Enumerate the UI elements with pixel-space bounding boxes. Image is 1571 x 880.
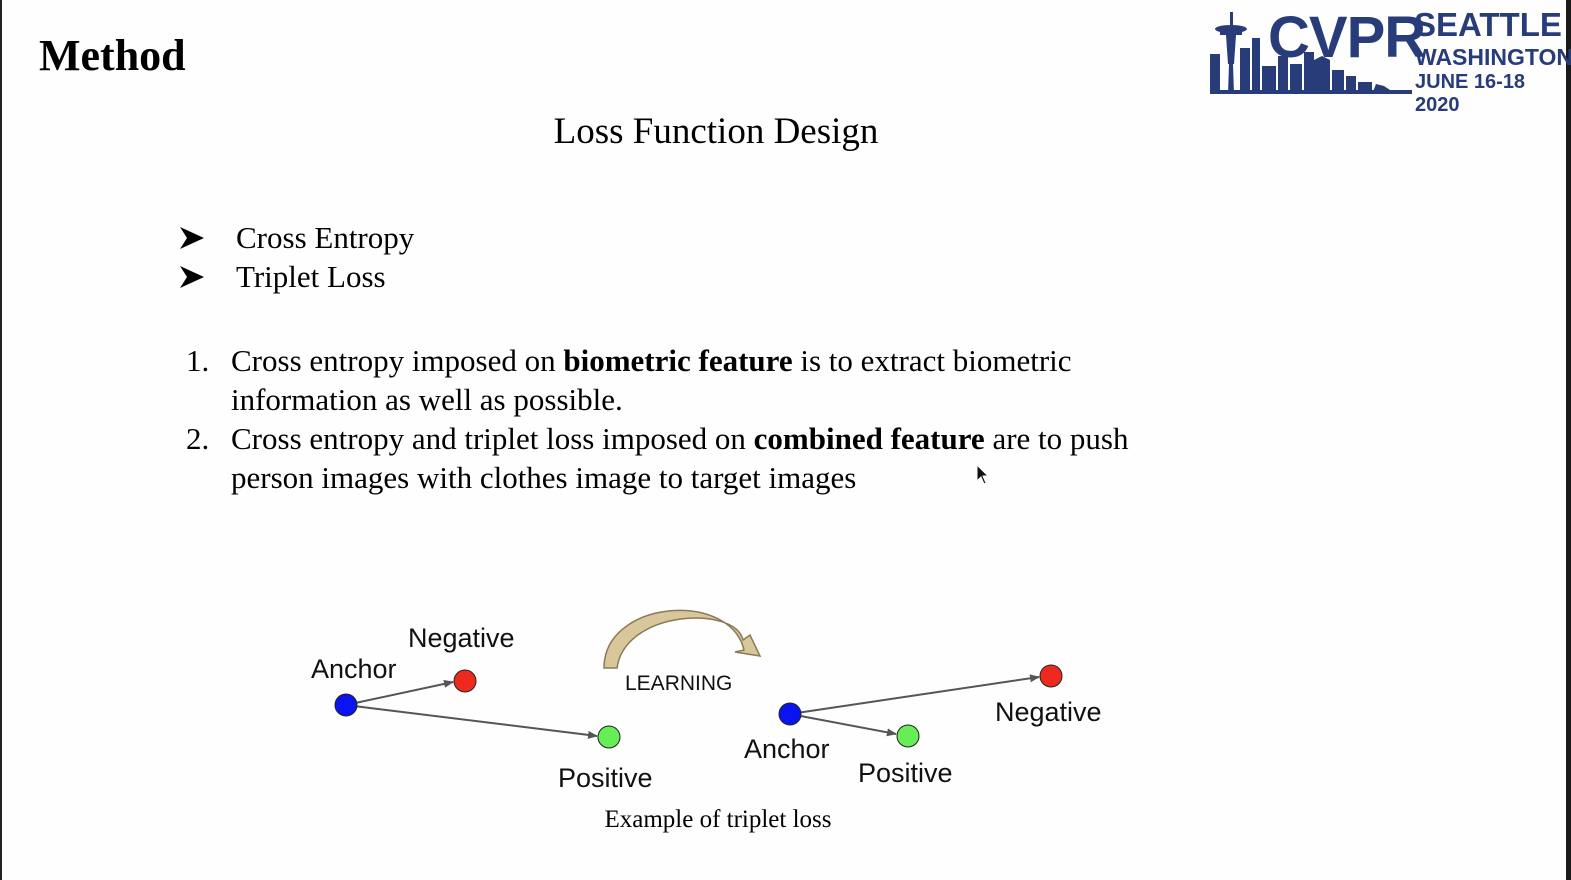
- edge-anchor-positive-after: [789, 713, 897, 737]
- logo-date-text: JUNE 16-18 2020: [1415, 71, 1526, 116]
- text-segment: is to extract biometric information as w…: [231, 343, 1072, 417]
- bullet-label: Cross Entropy: [236, 220, 415, 255]
- negative-label-before: Negative: [408, 623, 515, 653]
- logo-state-text: WASHINGTON: [1415, 44, 1571, 70]
- slide-left-border: [0, 0, 2, 880]
- list-item-text: Cross entropy and triplet loss imposed o…: [231, 419, 1206, 497]
- bullet-item: Cross Entropy: [180, 218, 414, 257]
- anchor-label-before: Anchor: [311, 654, 397, 684]
- negative-point-after: [1039, 664, 1063, 688]
- positive-label-before: Positive: [558, 763, 653, 793]
- diagram-caption: Example of triplet loss: [604, 806, 832, 833]
- learning-label: LEARNING: [625, 672, 732, 695]
- anchor-point-before: [334, 693, 358, 717]
- arrowhead-bullet-icon: [180, 226, 204, 249]
- list-item: 2. Cross entropy and triplet loss impose…: [186, 419, 1206, 497]
- edge-anchor-negative-before: [345, 679, 454, 706]
- emphasis-combined-feature: combined feature: [753, 421, 985, 456]
- text-segment: are to push person images with clothes i…: [231, 421, 1129, 495]
- mouse-cursor-icon: [976, 464, 990, 485]
- list-marker: 1.: [186, 343, 210, 378]
- list-marker: 2.: [186, 421, 210, 456]
- anchor-label-after: Anchor: [744, 734, 830, 764]
- text-segment: Cross entropy imposed on: [231, 343, 564, 378]
- edge-anchor-negative-after: [789, 674, 1040, 715]
- seattle-skyline-icon: [1210, 12, 1412, 94]
- section-title: Loss Function Design: [553, 111, 879, 152]
- text-segment: Cross entropy and triplet loss imposed o…: [231, 421, 754, 456]
- cvpr-logo: CVPR SEATTLE WASHINGTON JUNE 16-18 2020: [1206, 4, 1571, 116]
- positive-point-before: [597, 725, 621, 749]
- positive-point-after: [896, 724, 920, 748]
- logo-city-text: SEATTLE: [1414, 6, 1562, 43]
- bullet-label: Triplet Loss: [236, 259, 386, 294]
- slide-title: Method: [39, 31, 186, 80]
- negative-point-before: [453, 669, 477, 693]
- numbered-list: 1. Cross entropy imposed on biometric fe…: [186, 341, 1206, 497]
- positive-label-after: Positive: [858, 758, 953, 788]
- slide-right-border: [1566, 0, 1571, 880]
- negative-label-after: Negative: [995, 697, 1102, 727]
- list-item: 1. Cross entropy imposed on biometric fe…: [186, 341, 1206, 419]
- bullet-item: Triplet Loss: [180, 257, 414, 296]
- logo-cvpr-text: CVPR: [1268, 5, 1426, 70]
- edge-anchor-positive-before: [345, 704, 598, 739]
- arrowhead-bullet-icon: [180, 265, 204, 288]
- emphasis-biometric-feature: biometric feature: [563, 343, 793, 378]
- bullet-list: Cross Entropy Triplet Loss: [180, 218, 414, 296]
- learning-arrow-icon: [603, 609, 762, 669]
- anchor-point-after: [778, 702, 802, 726]
- list-item-text: Cross entropy imposed on biometric featu…: [231, 341, 1206, 419]
